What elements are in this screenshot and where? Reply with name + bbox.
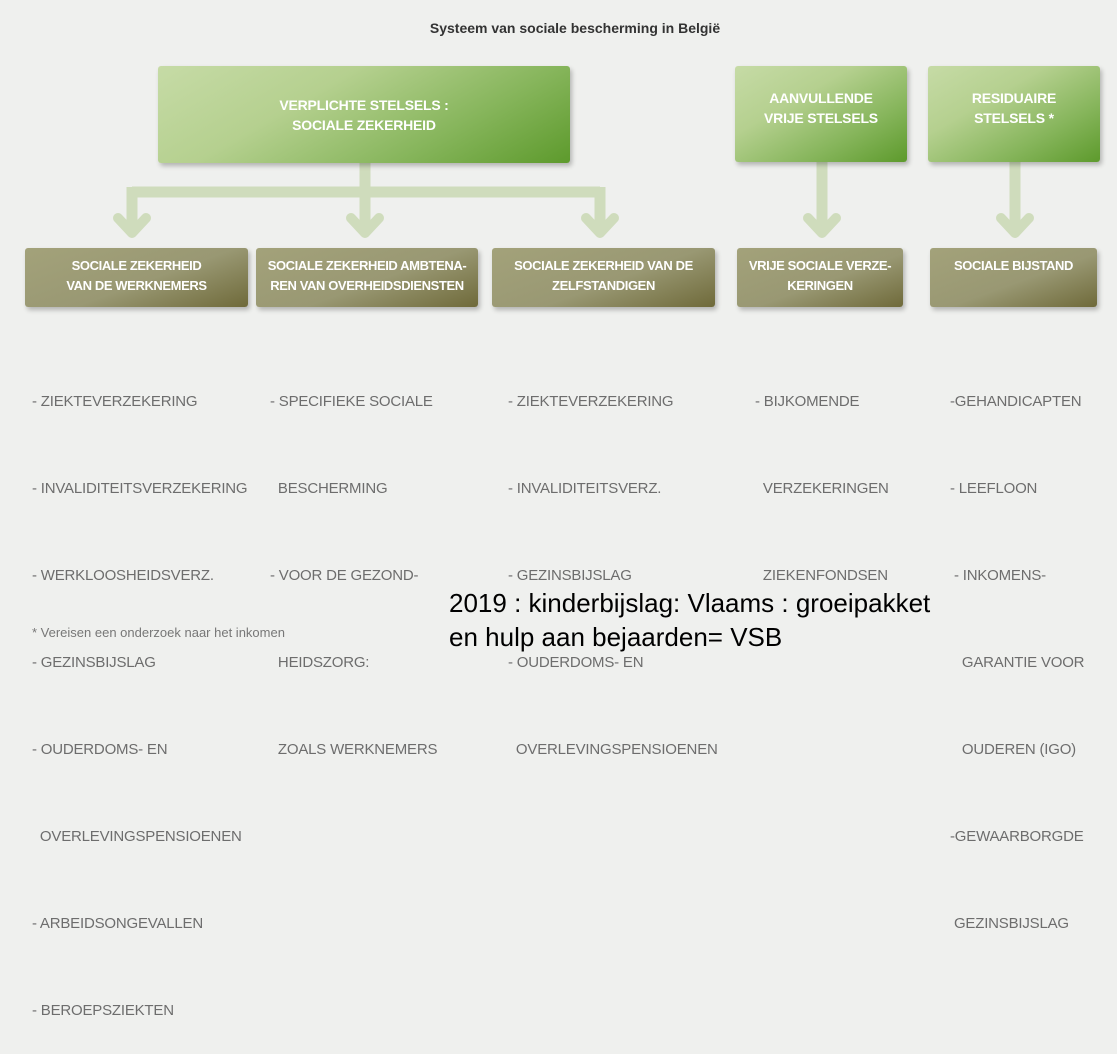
list-item: - BEROEPSZIEKTEN xyxy=(32,1002,174,1019)
list-item: OVERLEVINGSPENSIOENEN xyxy=(508,741,718,758)
list-item: - SPECIFIEKE SOCIALE xyxy=(270,393,433,410)
list-item: - WERKLOOSHEIDSVERZ. xyxy=(32,567,214,584)
list-item: - GEZINSBIJSLAG xyxy=(508,567,632,584)
list-item: - OUDERDOMS- EN xyxy=(32,741,168,758)
box-vrije-sociale-verzekeringen: VRIJE SOCIALE VERZE- KERINGEN xyxy=(737,248,903,307)
list-item: - LEEFLOON xyxy=(950,480,1038,497)
list-vrije-verzekeringen: - BIJKOMENDE VERZEKERINGEN ZIEKENFONDSEN xyxy=(755,329,889,619)
box-zelfstandigen: SOCIALE ZEKERHEID VAN DE ZELFSTANDIGEN xyxy=(492,248,715,307)
list-item: -GEHANDICAPTEN xyxy=(950,393,1082,410)
arrow-head-icon xyxy=(996,213,1034,238)
list-item: - ZIEKTEVERZEKERING xyxy=(508,393,674,410)
box-line: SOCIALE ZEKERHEID xyxy=(292,116,436,133)
list-item: VERZEKERINGEN xyxy=(755,480,889,497)
box-line: SOCIALE ZEKERHEID AMBTENA- xyxy=(267,258,467,273)
arrow-head-icon xyxy=(113,213,151,238)
box-sociale-bijstand: SOCIALE BIJSTAND xyxy=(930,248,1097,307)
box-line: SOCIALE BIJSTAND xyxy=(953,258,1074,273)
connector-lines xyxy=(126,163,606,228)
list-ambtenaren: - SPECIFIEKE SOCIALE BESCHERMING - VOOR … xyxy=(270,329,437,793)
list-item: - INKOMENS- xyxy=(950,567,1046,584)
list-item: HEIDSZORG: xyxy=(270,654,370,671)
list-item: GEZINSBIJSLAG xyxy=(950,915,1069,932)
box-line: SOCIALE ZEKERHEID xyxy=(71,258,202,273)
connector-lines-right xyxy=(816,162,1021,228)
list-item: OUDEREN (IGO) xyxy=(950,741,1076,758)
list-item: - OUDERDOMS- EN xyxy=(508,654,644,671)
box-line: ZELFSTANDIGEN xyxy=(552,278,655,293)
list-item: - INVALIDITEITSVERZEKERING xyxy=(32,480,248,497)
list-item: BESCHERMING xyxy=(270,480,388,497)
box-line: REN VAN OVERHEIDSDIENSTEN xyxy=(270,278,464,293)
box-line: SOCIALE ZEKERHEID VAN DE xyxy=(514,258,693,273)
box-line: VAN DE WERKNEMERS xyxy=(66,278,207,293)
arrow-head-icon xyxy=(581,213,619,238)
list-zelfstandigen: - ZIEKTEVERZEKERING - INVALIDITEITSVERZ.… xyxy=(508,329,718,793)
list-item: - VOOR DE GEZOND- xyxy=(270,567,419,584)
list-item: -GEWAARBORGDE xyxy=(950,828,1084,845)
box-werknemers: SOCIALE ZEKERHEID VAN DE WERKNEMERS xyxy=(25,248,248,307)
annotation-note: 2019 : kinderbijslag: Vlaams : groeipakk… xyxy=(449,586,930,654)
box-line: AANVULLENDE xyxy=(769,90,873,106)
list-item: - GEZINSBIJSLAG xyxy=(32,654,156,671)
arrow-head-icon xyxy=(803,213,841,238)
list-item: - INVALIDITEITSVERZ. xyxy=(508,480,662,497)
note-line: 2019 : kinderbijslag: Vlaams : groeipakk… xyxy=(449,588,931,618)
diagram-title: Systeem van sociale bescherming in Belgi… xyxy=(429,20,721,36)
box-aanvullende-vrije-stelsels: AANVULLENDE VRIJE STELSELS xyxy=(735,66,907,162)
footnote: * Vereisen een onderzoek naar het inkome… xyxy=(32,625,285,640)
connector-arrows xyxy=(113,162,1034,238)
note-line: en hulp aan bejaarden= VSB xyxy=(449,622,783,652)
list-item: - ARBEIDSONGEVALLEN xyxy=(32,915,203,932)
list-item: - ZIEKTEVERZEKERING xyxy=(32,393,198,410)
box-residuaire-stelsels: RESIDUAIRE STELSELS * xyxy=(928,66,1100,162)
box-line: RESIDUAIRE xyxy=(971,90,1057,106)
list-werknemers: - ZIEKTEVERZEKERING - INVALIDITEITSVERZE… xyxy=(32,329,248,1054)
box-line: VRIJE SOCIALE VERZE- xyxy=(748,258,892,273)
list-item: ZOALS WERKNEMERS xyxy=(270,741,438,758)
list-item: OVERLEVINGSPENSIOENEN xyxy=(32,828,242,845)
arrow-head-icon xyxy=(346,213,384,238)
list-item: ZIEKENFONDSEN xyxy=(755,567,888,584)
box-verplichte-stelsels: VERPLICHTE STELSELS : SOCIALE ZEKERHEID xyxy=(158,66,570,163)
box-line: VRIJE STELSELS xyxy=(764,110,878,126)
box-line: VERPLICHTE STELSELS : xyxy=(279,96,449,113)
list-item: GARANTIE VOOR xyxy=(950,654,1085,671)
list-sociale-bijstand: -GEHANDICAPTEN - LEEFLOON - INKOMENS- GA… xyxy=(950,329,1085,967)
box-line: STELSELS * xyxy=(974,110,1054,126)
box-line: KERINGEN xyxy=(787,278,853,293)
box-ambtenaren: SOCIALE ZEKERHEID AMBTENA- REN VAN OVERHE… xyxy=(256,248,478,307)
list-item: - BIJKOMENDE xyxy=(755,393,860,410)
